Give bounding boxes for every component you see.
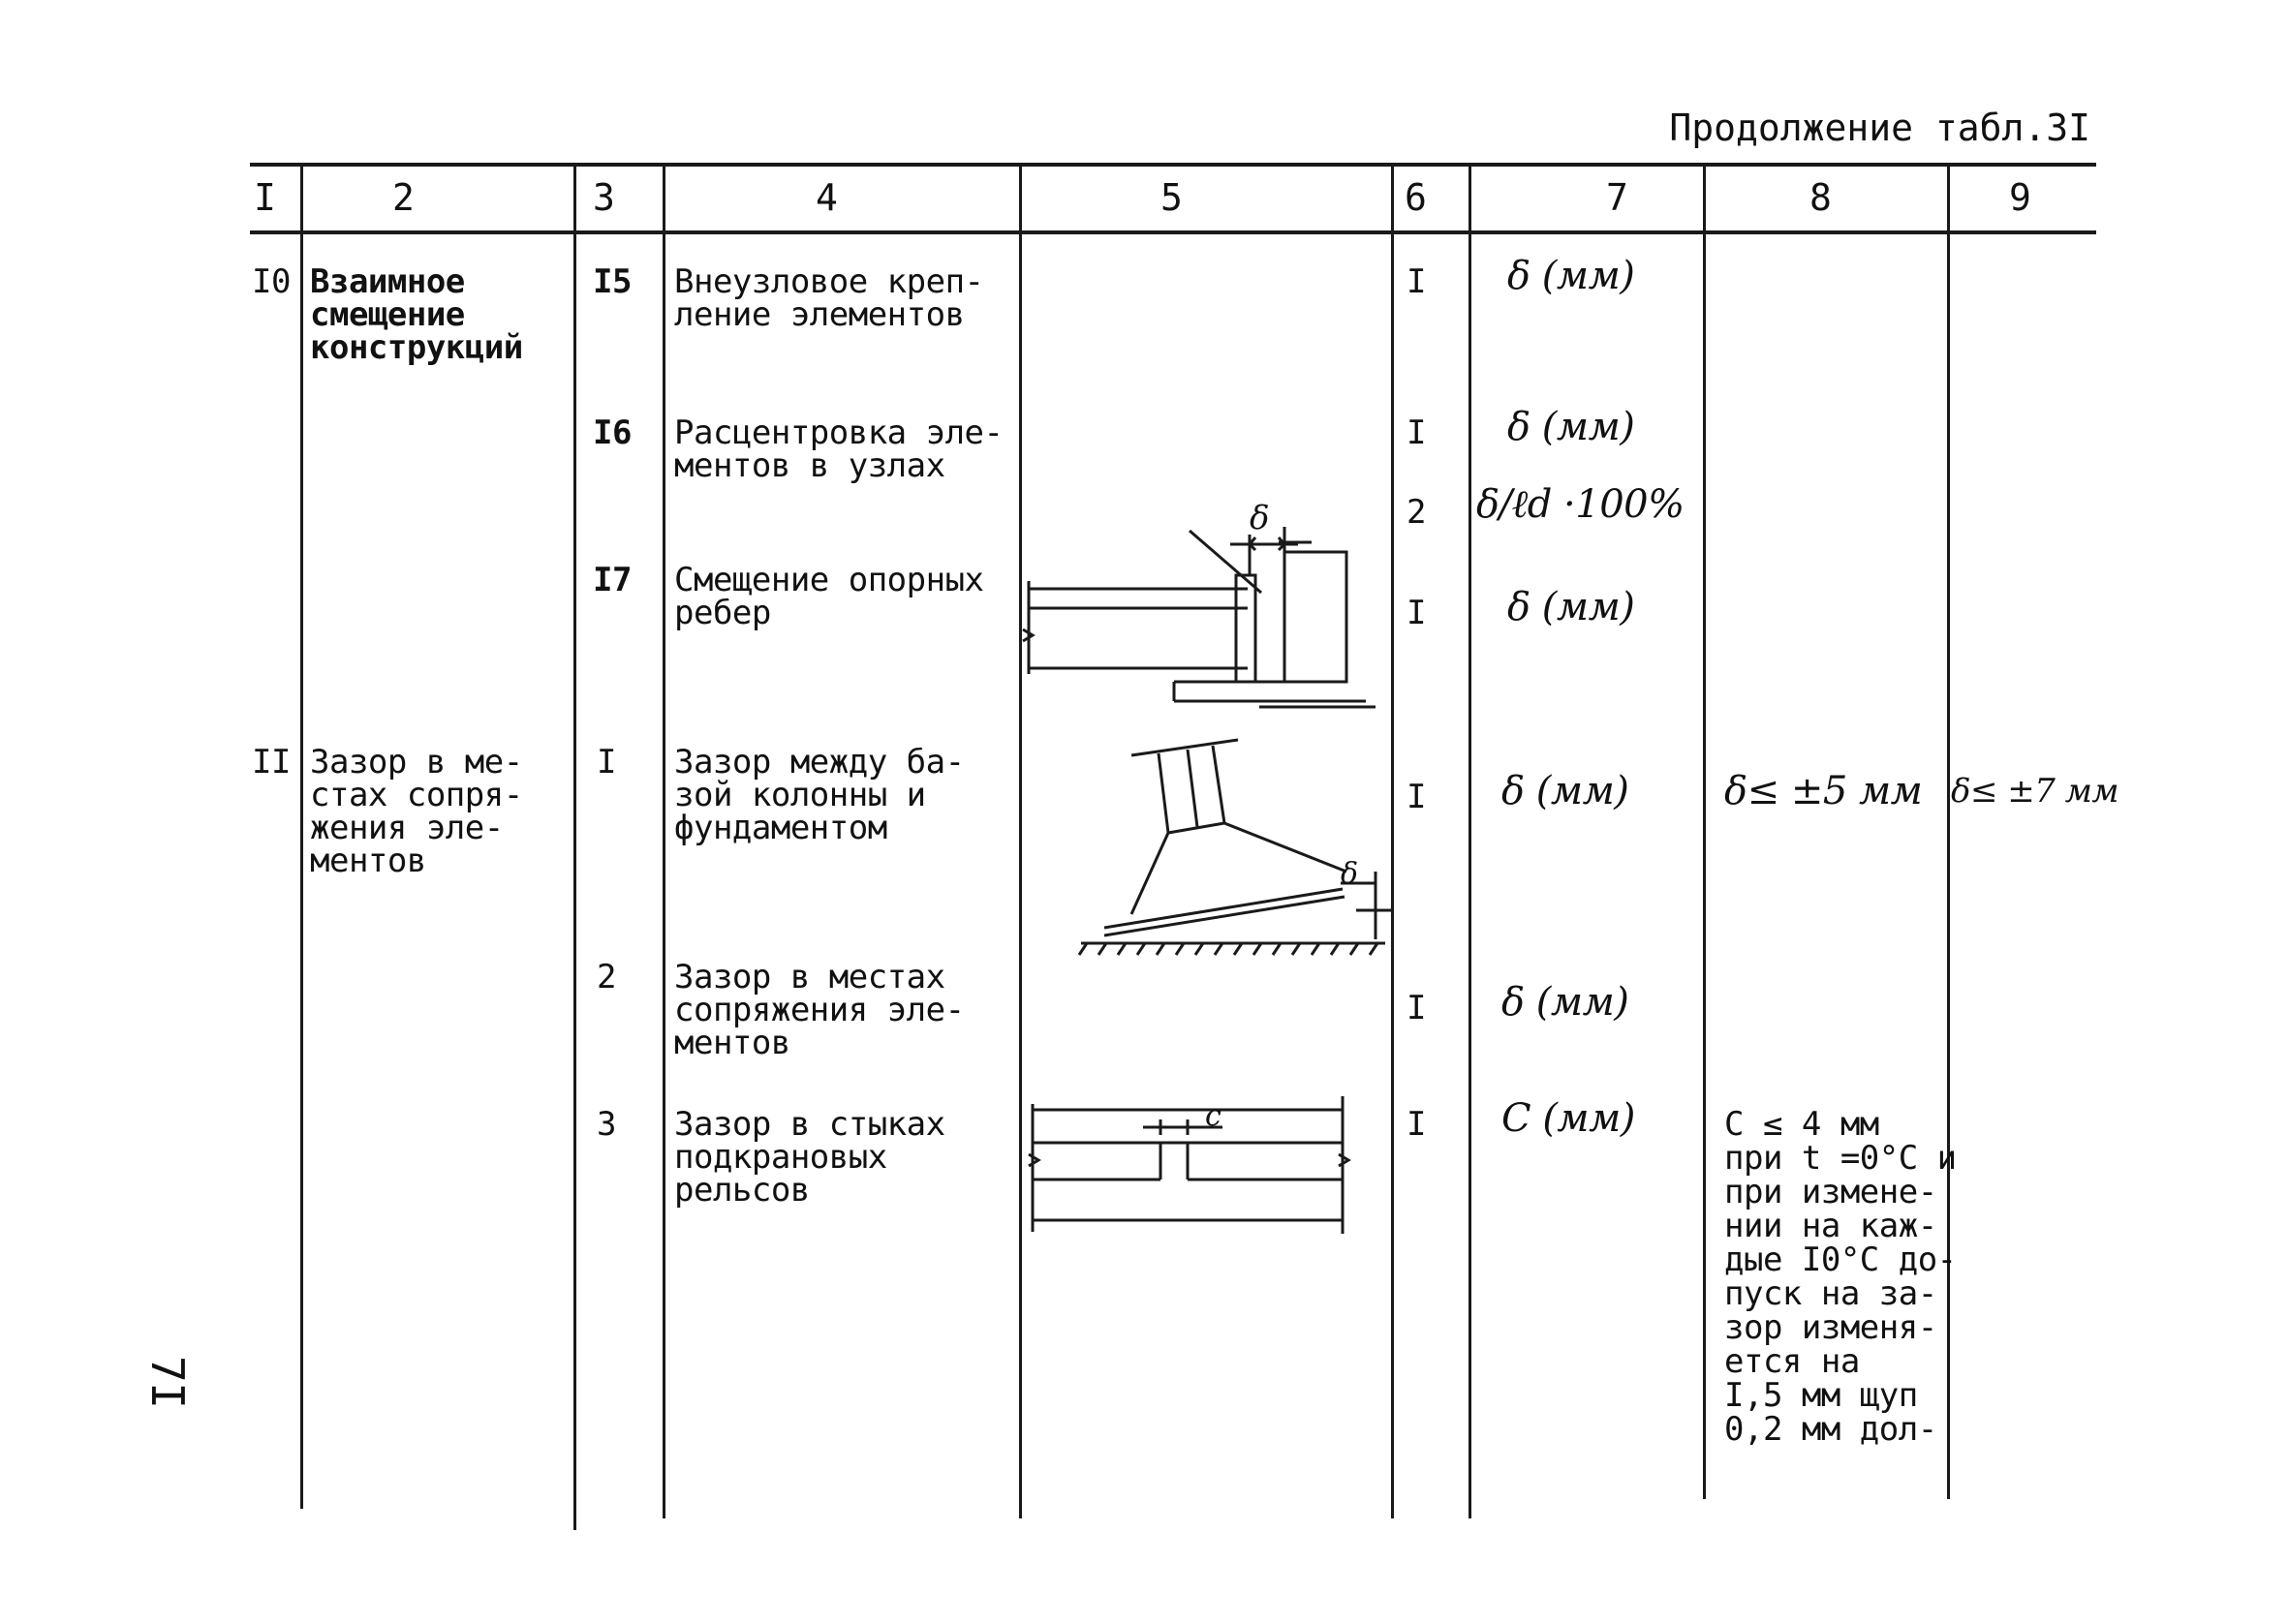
item-15-number: I5 xyxy=(593,262,632,301)
row-10-name: Взаимное смещение конструкций xyxy=(310,262,523,367)
item-17-desc: Смещение опорных ребер xyxy=(674,561,984,632)
item-16-number: I6 xyxy=(593,414,632,452)
item-3-desc: Зазор в стыках подкрановых рельсов xyxy=(674,1105,945,1210)
item-16-measure-2: δ/ℓd ·100% xyxy=(1476,482,1685,527)
item-15-level: I xyxy=(1407,262,1426,301)
row-11-number: II xyxy=(252,743,291,781)
header-col-8: 8 xyxy=(1809,176,1832,219)
item-17-level: I xyxy=(1407,594,1426,632)
sketch-delta-label-2: δ xyxy=(1341,857,1358,891)
header-bottom-rule xyxy=(250,230,2096,234)
item-3-tolerance-8: C ≤ 4 мм при t =0°C и при измене- нии на… xyxy=(1724,1105,1957,1449)
header-col-3: 3 xyxy=(593,176,615,219)
item-1-measure: δ (мм) xyxy=(1501,769,1629,813)
col-rule-6 xyxy=(1469,163,1471,1518)
col-rule-3 xyxy=(663,163,665,1518)
col-rule-8 xyxy=(1947,163,1950,1499)
header-top-rule xyxy=(250,163,2096,167)
item-15-measure: δ (мм) xyxy=(1507,254,1635,298)
header-col-5: 5 xyxy=(1160,176,1183,219)
column-base-sketch xyxy=(1077,738,1391,956)
item-16-level: I xyxy=(1407,414,1426,452)
item-3-level: I xyxy=(1407,1105,1426,1144)
item-1-tolerance-8: δ≤ ±5 мм xyxy=(1724,769,1923,813)
item-16-level-2: 2 xyxy=(1407,493,1426,532)
item-16-measure: δ (мм) xyxy=(1507,405,1635,449)
item-2-desc: Зазор в местах сопряжения эле- ментов xyxy=(674,958,965,1062)
col-rule-1 xyxy=(300,163,303,1509)
item-3-measure: C (мм) xyxy=(1501,1096,1635,1141)
item-3-number: 3 xyxy=(597,1105,616,1144)
item-16-desc: Расцентровка эле- ментов в узлах xyxy=(674,414,1004,485)
col-rule-4 xyxy=(1019,163,1022,1518)
col-rule-2 xyxy=(573,163,576,1530)
header-col-6: 6 xyxy=(1405,176,1427,219)
header-col-4: 4 xyxy=(816,176,838,219)
rail-joint-sketch xyxy=(1028,1096,1351,1234)
item-17-number: I7 xyxy=(593,561,632,599)
item-2-level: I xyxy=(1407,989,1426,1027)
header-col-9: 9 xyxy=(2009,176,2031,219)
item-1-level: I xyxy=(1407,778,1426,816)
table-caption: Продолжение табл.3I xyxy=(1669,107,2090,149)
item-15-desc: Внеузловое креп- ление элементов xyxy=(674,262,984,334)
support-rib-sketch xyxy=(1022,527,1376,709)
item-1-desc: Зазор между ба- зой колонны и фундаменто… xyxy=(674,743,965,847)
item-1-tolerance-9: δ≤ ±7 мм xyxy=(1951,772,2119,811)
row-11-name: Зазор в ме- стах сопря- жения эле- менто… xyxy=(310,743,523,880)
col-rule-5 xyxy=(1391,163,1394,1518)
header-col-7: 7 xyxy=(1606,176,1628,219)
item-1-number: I xyxy=(597,743,616,781)
item-2-measure: δ (мм) xyxy=(1501,980,1629,1025)
header-col-2: 2 xyxy=(392,176,415,219)
sketch-delta-label: δ xyxy=(1250,499,1269,537)
sketch-c-label: c xyxy=(1205,1099,1221,1133)
item-2-number: 2 xyxy=(597,958,616,996)
row-10-number: I0 xyxy=(252,262,291,301)
item-17-measure: δ (мм) xyxy=(1507,585,1635,629)
col-rule-7 xyxy=(1703,163,1706,1499)
header-col-1: I xyxy=(254,176,276,219)
